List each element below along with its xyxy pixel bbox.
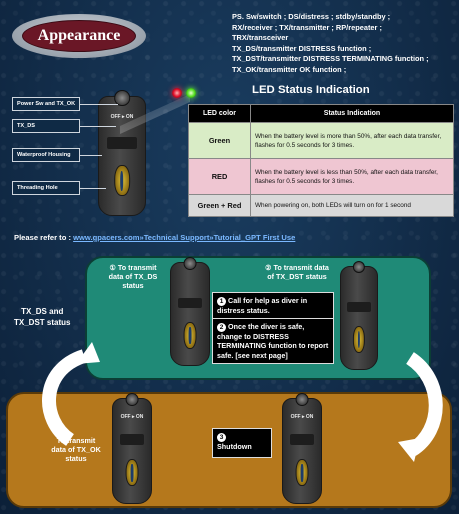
- glossary-line: TX_DST/transmitter DISTRESS TERMINATING …: [232, 54, 429, 64]
- step1-line: data of TX_DS: [108, 272, 158, 281]
- device-logo-icon: [295, 459, 309, 487]
- power-switch-knob: [114, 89, 130, 106]
- msg2-number: 2: [217, 323, 226, 332]
- tutorial-link[interactable]: www.gpacers.com»Technical Support»Tutori…: [73, 233, 296, 242]
- device-ring-text: OFF ▸ ON: [110, 113, 134, 120]
- step2-line: To transmit data: [273, 263, 329, 272]
- device-illustration-tx-dst: [340, 260, 378, 370]
- callout-threading-hole: Threading Hole: [12, 181, 80, 195]
- ok-label-line: status: [65, 454, 87, 463]
- msg3-text: Shutdown: [217, 442, 252, 451]
- table-row: Green When the battery level is more tha…: [188, 122, 454, 159]
- device-strap: [177, 297, 203, 308]
- callout-tx-ds: TX_DS: [12, 119, 80, 133]
- callout-label: Threading Hole: [17, 185, 58, 191]
- step2-number: ②: [265, 263, 272, 272]
- callout-waterproof-housing: Waterproof Housing: [12, 148, 80, 162]
- device-illustration-main: OFF ▸ ON: [98, 89, 146, 216]
- callout-label: Waterproof Housing: [17, 152, 71, 158]
- power-switch-knob: [183, 256, 197, 270]
- step1-label: ① To transmit data of TX_DS status: [100, 263, 166, 290]
- callout-line: [80, 188, 106, 189]
- glossary-line: TRX/transceiver: [232, 33, 289, 43]
- device-logo-icon: [114, 165, 130, 197]
- device-strap: [347, 301, 371, 312]
- step1-line: To transmit: [117, 263, 157, 272]
- power-switch-knob: [295, 392, 309, 406]
- arrowhead-left: [76, 342, 100, 364]
- device-logo-icon: [352, 326, 366, 353]
- led-status-table: LED color Status Indication Green When t…: [188, 104, 454, 217]
- led-status-title: LED Status Indication: [252, 84, 370, 96]
- glossary-line: PS. Sw/switch ; DS/distress ; stdby/stan…: [232, 12, 391, 21]
- power-switch-knob: [352, 260, 366, 274]
- ok-label-line: data of TX_OK: [51, 445, 101, 454]
- callout-line: [80, 104, 118, 105]
- refer-prefix: Please refer to :: [14, 233, 71, 242]
- side-label-line: TX_DST status: [14, 318, 71, 327]
- table-row: RED When the battery level is less than …: [188, 158, 454, 195]
- tx-ds-dst-status-label: TX_DS and TX_DST status: [14, 306, 70, 328]
- msg3-number: 3: [217, 433, 226, 442]
- ok-label-line: To transmit: [56, 436, 96, 445]
- arrowhead-right: [398, 438, 420, 462]
- device-logo-icon: [125, 459, 139, 487]
- msg1-text: Call for help as diver in distress statu…: [217, 296, 308, 315]
- table-row: Green + Red When powering on, both LEDs …: [188, 194, 454, 217]
- led-color-green-red: Green + Red: [188, 194, 251, 217]
- green-led-icon: [186, 88, 196, 98]
- glossary-line: TX_OK/transmitter OK function ;: [232, 64, 347, 74]
- side-label-line: TX_DS and: [21, 307, 64, 316]
- appearance-title-badge: Appearance: [12, 14, 146, 58]
- header-status-indication: Status Indication: [250, 104, 454, 123]
- device-illustration-shutdown: OFF ▸ ON: [282, 392, 322, 504]
- device-ring-text: OFF ▸ ON: [120, 413, 144, 420]
- callout-label: Power Sw and TX_OK: [17, 101, 76, 107]
- status-text: When the battery level is less than 50%,…: [250, 158, 454, 195]
- status-text: When the battery level is more than 50%,…: [250, 122, 454, 159]
- status-text: When powering on, both LEDs will turn on…: [250, 194, 454, 217]
- abbreviation-glossary: PS. Sw/switch ; DS/distress ; stdby/stan…: [232, 12, 454, 76]
- step1-number: ①: [109, 263, 116, 272]
- callout-label: TX_DS: [17, 123, 36, 129]
- msg1-number: 1: [217, 297, 226, 306]
- red-led-icon: [172, 88, 182, 98]
- refer-line: Please refer to : www.gpacers.com»Techni…: [14, 233, 295, 242]
- device-strap: [119, 434, 145, 445]
- step2-label: ② To transmit data of TX_DST status: [252, 263, 342, 281]
- power-switch-knob: [125, 392, 139, 406]
- device-strap: [107, 137, 137, 149]
- step2-line: of TX_DST status: [267, 272, 327, 281]
- curved-arrow-left: [42, 349, 87, 446]
- callout-line: [80, 155, 102, 156]
- device-strap: [289, 434, 315, 445]
- callout-power-switch: Power Sw and TX_OK: [12, 97, 80, 111]
- step1-line: status: [122, 281, 144, 290]
- device-illustration-tx-ds: [170, 256, 210, 366]
- msg-shutdown: 3 Shutdown: [212, 428, 272, 458]
- led-color-red: RED: [188, 158, 251, 195]
- glossary-line: RX/receiver ; TX/transmitter ; RP/repeat…: [232, 22, 382, 32]
- msg2-text: Once the diver is safe, change to DISTRE…: [217, 322, 329, 360]
- device-logo-icon: [183, 322, 197, 349]
- tx-ok-label: To transmit data of TX_OK status: [36, 436, 116, 463]
- curved-arrow-right: [405, 352, 443, 456]
- callout-line: [80, 126, 116, 127]
- glossary-line: TX_DS/transmitter DISTRESS function ;: [232, 43, 372, 53]
- device-ring-text: OFF ▸ ON: [290, 413, 314, 420]
- appearance-title: Appearance: [22, 20, 136, 52]
- device-illustration-tx-ok: OFF ▸ ON: [112, 392, 152, 504]
